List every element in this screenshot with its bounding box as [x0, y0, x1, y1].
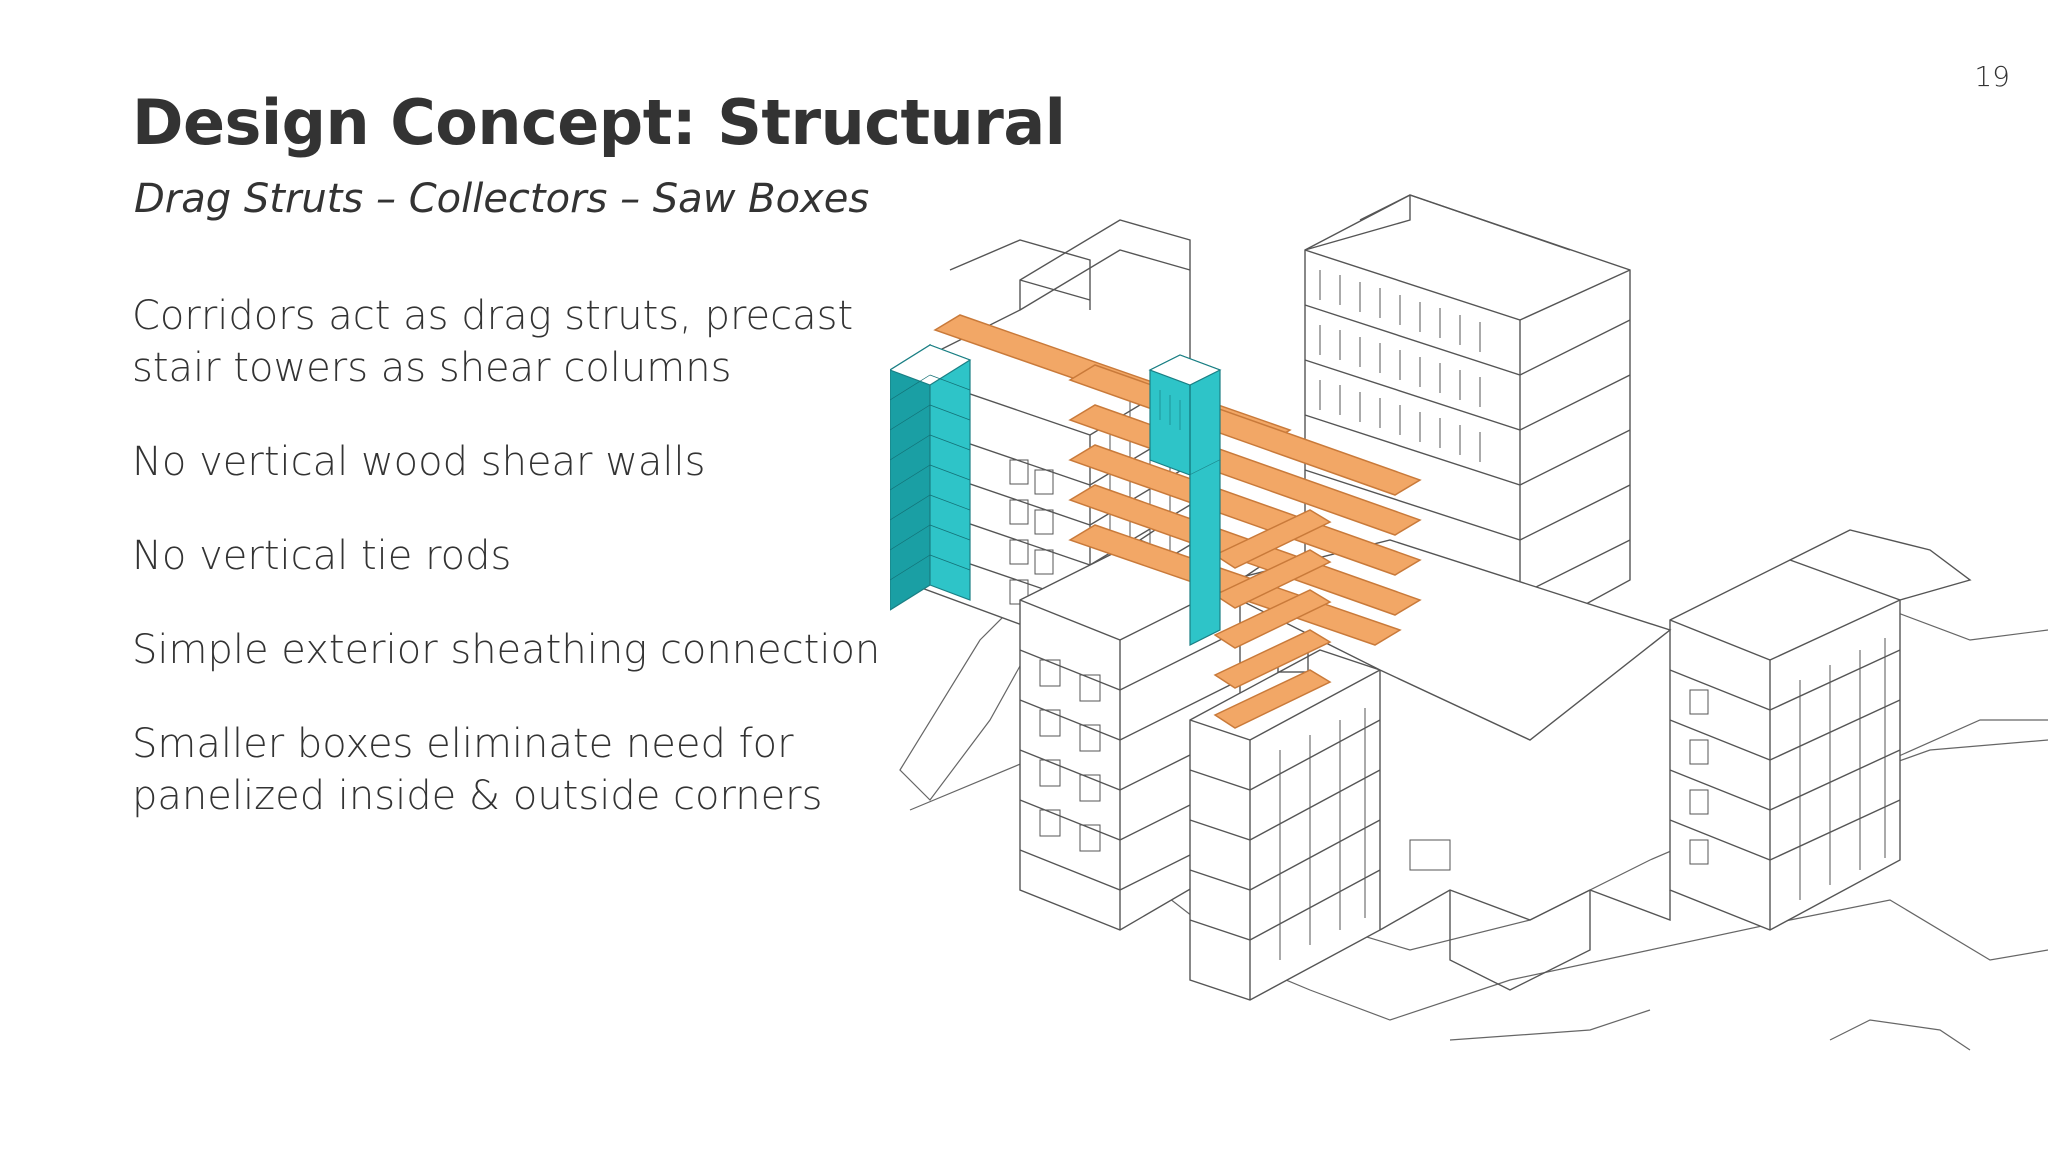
- bullet-item: No vertical wood shear walls: [132, 439, 706, 485]
- front-middle-building: [1189, 649, 1381, 1001]
- slide-title: Design Concept: Structural: [132, 86, 1066, 159]
- bullet-item: Corridors act as drag struts, precast st…: [132, 293, 854, 391]
- front-middle-windows: [1279, 708, 1366, 960]
- bullet-item: No vertical tie rods: [132, 533, 512, 579]
- bullet-list: Corridors act as drag struts, precast st…: [132, 290, 892, 864]
- page-number: 19: [1974, 60, 2010, 93]
- bullet-item: Smaller boxes eliminate need for paneliz…: [132, 721, 823, 819]
- stair-tower-right: [1148, 354, 1222, 646]
- front-left-windows: [1039, 659, 1101, 852]
- building-axonometric-figure: [890, 160, 2048, 1060]
- axonometric-building-drawing: [890, 194, 2048, 1051]
- right-wing-windows: [1689, 638, 1886, 900]
- back-building-windows: [1319, 270, 1481, 462]
- stair-tower-left: [890, 343, 972, 611]
- slide-subtitle: Drag Struts – Collectors – Saw Boxes: [134, 176, 870, 222]
- right-wing-building: [1669, 529, 1972, 931]
- bullet-item: Simple exterior sheathing connection: [132, 627, 881, 673]
